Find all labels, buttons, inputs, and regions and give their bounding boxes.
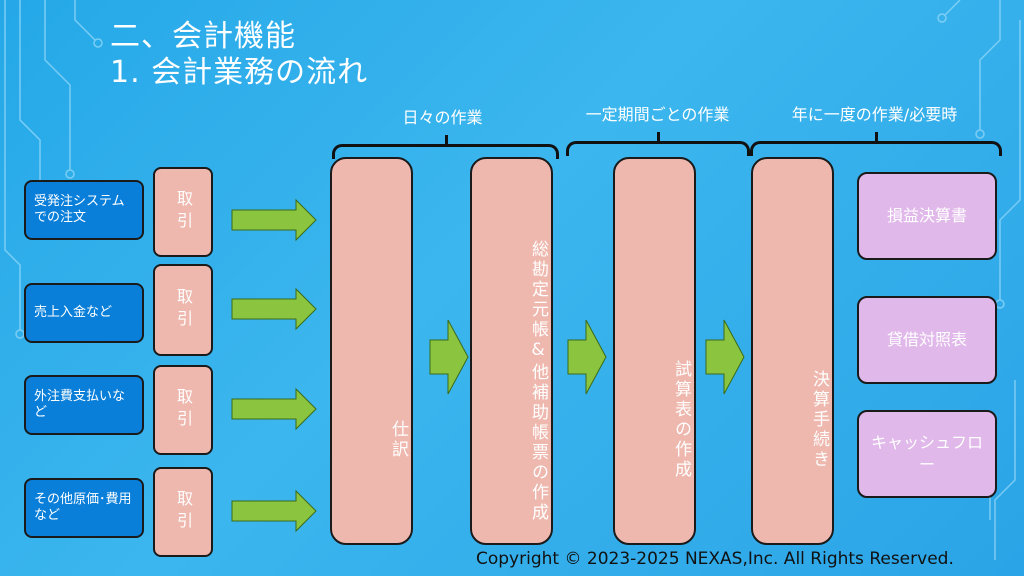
process-column-closing: 決算手続き [751, 157, 834, 545]
process-column-trial-balance: 試算表の作成 [613, 157, 696, 545]
bracket-yearly [750, 132, 1002, 156]
bracket-label-daily: 日々の作業 [402, 108, 483, 127]
arrow-icon [705, 319, 745, 395]
bracket-periodic [566, 132, 750, 156]
result-box-income-statement: 損益決算書 [857, 172, 997, 260]
bracket-daily [332, 135, 559, 159]
arrow-icon [231, 489, 317, 533]
result-box-cash-flow: キャッシュフロー [857, 410, 997, 498]
process-column-journal: 仕訳 [330, 157, 413, 545]
arrow-icon [567, 319, 607, 395]
arrow-icon [429, 319, 469, 395]
source-box-orders: 受発注システムでの注文 [24, 180, 144, 240]
arrow-icon [231, 287, 317, 331]
transaction-box: 取引 [153, 365, 213, 455]
bracket-label-yearly: 年に一度の作業/必要時 [791, 105, 958, 124]
arrow-icon [231, 387, 317, 431]
source-box-outsourcing: 外注費支払いなど [24, 375, 144, 435]
transaction-box: 取引 [153, 167, 213, 257]
process-column-ledger: 総勘定元帳&他補助帳票の作成 [470, 157, 553, 545]
page-title-line2: 1. 会計業務の流れ [110, 55, 369, 90]
transaction-box: 取引 [153, 264, 213, 356]
arrow-icon [231, 198, 317, 242]
copyright-text: Copyright © 2023-2025 NEXAS,Inc. All Rig… [476, 549, 954, 569]
transaction-box: 取引 [153, 467, 213, 557]
page-title-line1: 二、会計機能 [110, 19, 296, 54]
source-box-sales: 売上入金など [24, 283, 144, 343]
result-box-balance-sheet: 貸借対照表 [857, 296, 997, 384]
bracket-label-periodic: 一定期間ごとの作業 [585, 105, 730, 124]
source-box-other-costs: その他原価･費用など [24, 478, 144, 538]
